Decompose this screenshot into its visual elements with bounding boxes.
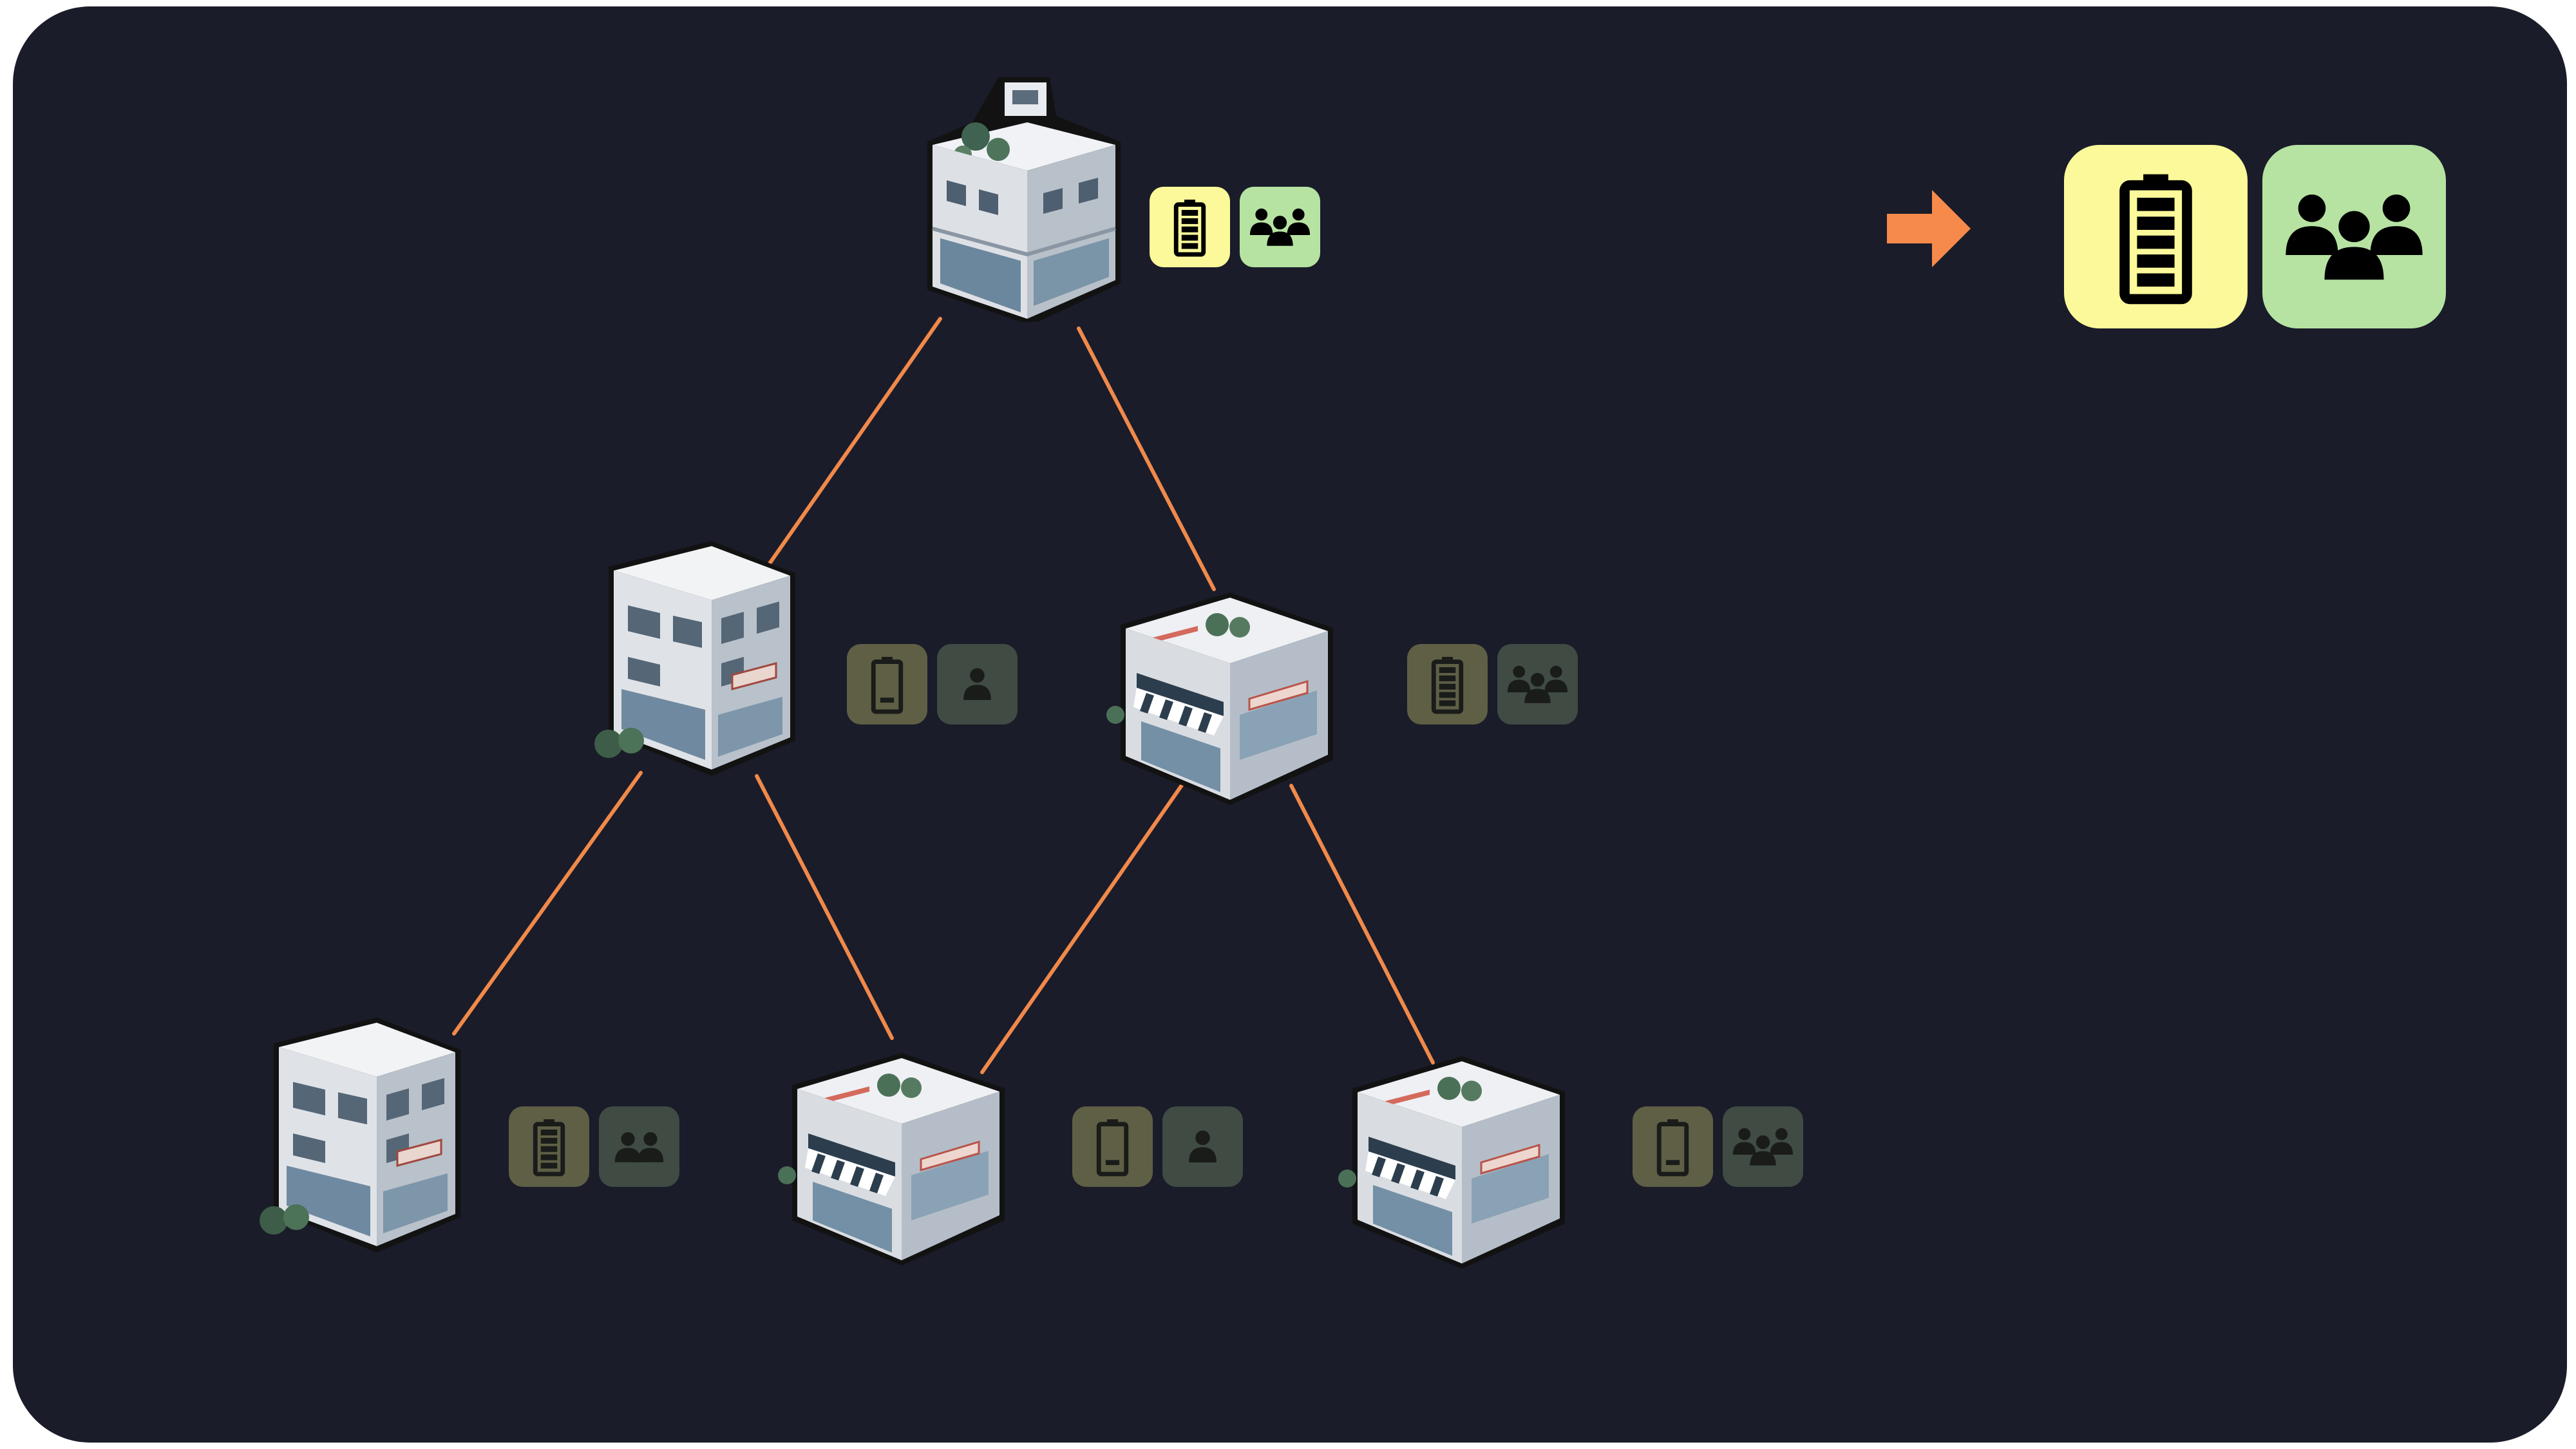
edge-mid-left-leaf-2 — [755, 774, 894, 1040]
battery-empty-icon — [1633, 1106, 1713, 1187]
battery-badge — [509, 1106, 589, 1187]
battery-empty-icon — [1072, 1106, 1153, 1187]
people-group-icon — [1240, 187, 1320, 267]
edge-root-mid-left — [768, 317, 942, 565]
people-single-icon — [937, 644, 1018, 724]
battery-badge — [1150, 187, 1230, 267]
legend-battery-badge — [2064, 145, 2248, 328]
battery-full-icon — [509, 1106, 589, 1187]
battery-badge — [1407, 644, 1488, 724]
office-building-icon — [248, 1005, 493, 1262]
people-badge — [1497, 644, 1578, 724]
people-single-icon — [1162, 1106, 1243, 1187]
battery-full-icon — [1150, 187, 1230, 267]
shop-building-icon — [773, 1027, 1018, 1285]
shop-building-icon — [1101, 567, 1346, 824]
people-pair-icon — [599, 1106, 679, 1187]
diagram-canvas — [13, 6, 2567, 1443]
tower-building-icon — [902, 64, 1146, 325]
people-badge — [1162, 1106, 1243, 1187]
office-building-icon — [583, 528, 828, 786]
people-badge — [1240, 187, 1320, 267]
edge-root-mid-right — [1077, 327, 1216, 591]
edge-layer — [452, 317, 1435, 1074]
battery-full-icon — [2064, 145, 2248, 328]
people-group-icon — [1497, 644, 1578, 724]
edge-mid-right-leaf-3 — [1289, 784, 1435, 1065]
battery-badge — [1072, 1106, 1153, 1187]
edge-mid-right-leaf-2 — [980, 774, 1190, 1074]
shop-building-icon — [1333, 1030, 1578, 1288]
people-group-icon — [1723, 1106, 1803, 1187]
arrow-right-icon — [1887, 190, 1971, 267]
people-group-icon — [2262, 145, 2446, 328]
diagram-stage — [13, 6, 2567, 1443]
edge-mid-left-leaf-1 — [452, 771, 643, 1036]
people-badge — [1723, 1106, 1803, 1187]
battery-full-icon — [1407, 644, 1488, 724]
people-badge — [599, 1106, 679, 1187]
battery-badge — [1633, 1106, 1713, 1187]
people-badge — [937, 644, 1018, 724]
battery-badge — [847, 644, 927, 724]
battery-empty-icon — [847, 644, 927, 724]
legend-people-badge — [2262, 145, 2446, 328]
